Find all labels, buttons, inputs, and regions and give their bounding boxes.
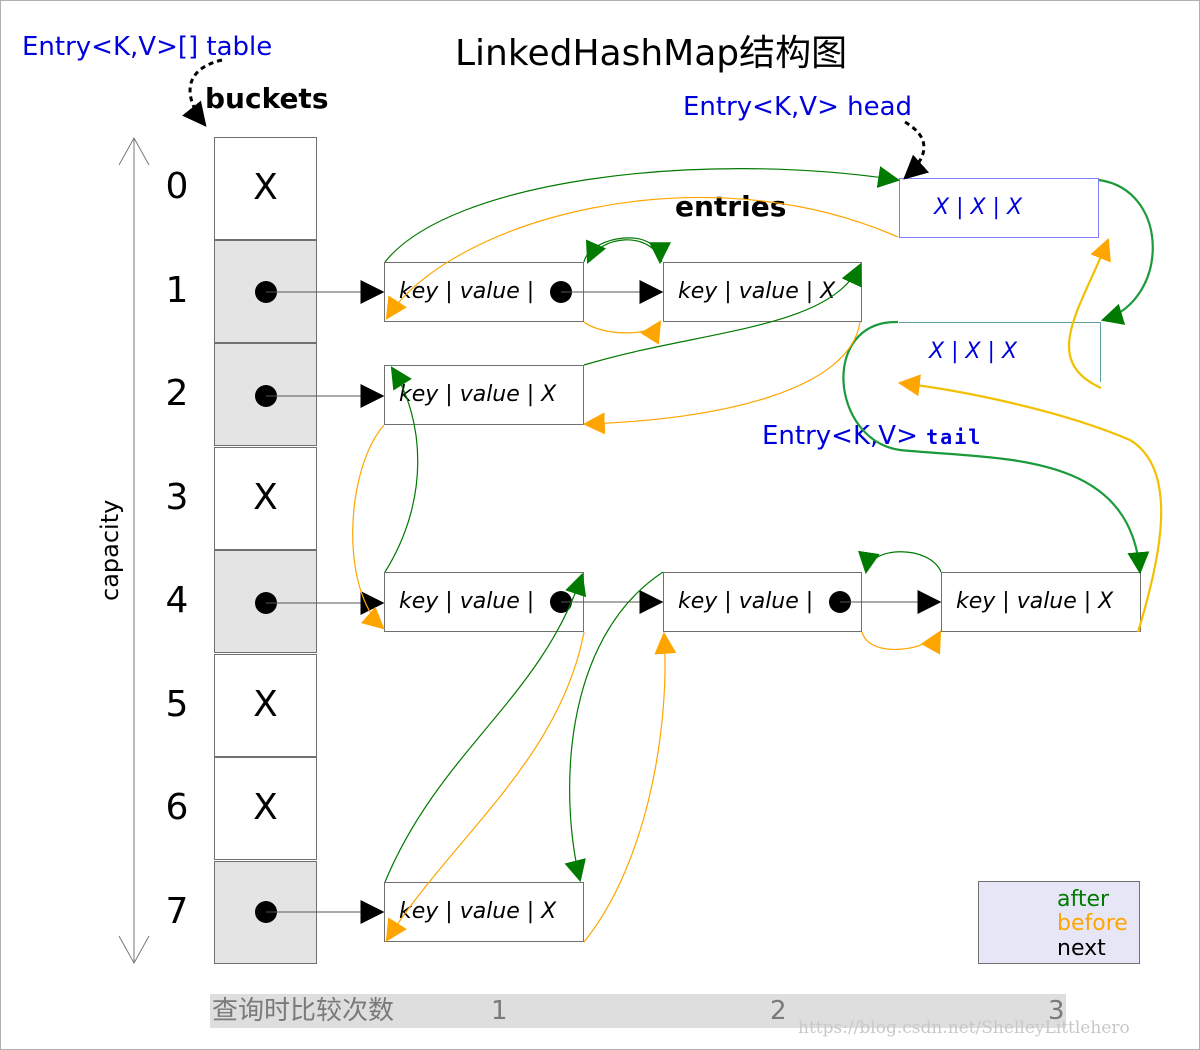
tail-entry: X | X | X	[899, 322, 1101, 382]
watermark: https://blog.csdn.net/ShelleyLittlehero	[798, 1018, 1130, 1038]
bucket-empty-mark: X	[253, 167, 278, 208]
legend-after: after	[1057, 887, 1110, 912]
diagram-title: LinkedHashMap结构图	[455, 33, 848, 74]
legend-before: before	[1057, 911, 1128, 936]
bucket-5: X	[214, 654, 317, 757]
bucket-index-4: 4	[165, 580, 189, 621]
legend: after before next	[978, 881, 1140, 964]
head-label: Entry<K,V> head	[683, 92, 913, 122]
entry-text: key | value |	[399, 589, 535, 614]
buckets-label: buckets	[205, 82, 329, 115]
bucket-0: X	[214, 137, 317, 240]
entry-bucket4-c: key | value | X	[941, 572, 1141, 632]
entry-text: key | value | X	[399, 899, 557, 924]
head-entry-text: X | X | X	[934, 195, 1023, 220]
after-links	[384, 166, 942, 883]
entry-text: key | value | X	[678, 279, 836, 304]
tail-label-type: Entry<K,V>	[762, 421, 918, 451]
tail-label: Entry<K,V> tail	[762, 421, 982, 451]
comparison-value-3: 3	[1048, 996, 1065, 1026]
comparison-value-1: 1	[491, 996, 508, 1026]
bucket-2	[214, 343, 317, 446]
legend-next: next	[1057, 936, 1106, 961]
table-pointer-arrow	[182, 58, 223, 127]
bucket-empty-mark: X	[253, 684, 278, 725]
entry-bucket2: key | value | X	[384, 365, 584, 425]
comparison-value-2: 2	[770, 996, 787, 1026]
bucket-index-2: 2	[165, 373, 189, 414]
comparison-label: 查询时比较次数	[212, 996, 395, 1026]
before-links-tail	[897, 237, 1163, 633]
entry-text: key | value |	[678, 589, 814, 614]
comparison-bar	[210, 994, 1066, 1028]
bucket-empty-mark: X	[253, 477, 278, 518]
before-links	[352, 196, 942, 943]
table-label: Entry<K,V>[] table	[22, 32, 273, 62]
tail-label-word: tail	[926, 425, 983, 449]
entry-bucket7: key | value | X	[384, 882, 584, 942]
entry-text: key | value | X	[956, 589, 1114, 614]
bucket-index-0: 0	[165, 166, 189, 207]
capacity-axis	[118, 136, 150, 965]
bucket-empty-mark: X	[253, 787, 278, 828]
head-pointer-arrow	[903, 120, 930, 180]
bucket-index-1: 1	[165, 270, 189, 311]
bucket-index-7: 7	[165, 891, 189, 932]
head-entry: X | X | X	[899, 178, 1099, 238]
bucket-index-5: 5	[165, 684, 189, 725]
bucket-6: X	[214, 757, 317, 860]
next-links	[255, 280, 942, 924]
entry-text: key | value |	[399, 279, 535, 304]
bucket-index-3: 3	[165, 477, 189, 518]
bucket-index-6: 6	[165, 787, 189, 828]
entry-text: key | value | X	[399, 382, 557, 407]
entry-bucket1-b: key | value | X	[663, 262, 862, 322]
after-links-tail	[842, 178, 1154, 575]
entry-bucket4-b: key | value |	[663, 572, 862, 632]
bucket-3: X	[214, 447, 317, 550]
entries-label: entries	[675, 190, 787, 223]
tail-entry-text: X | X | X	[929, 339, 1018, 364]
